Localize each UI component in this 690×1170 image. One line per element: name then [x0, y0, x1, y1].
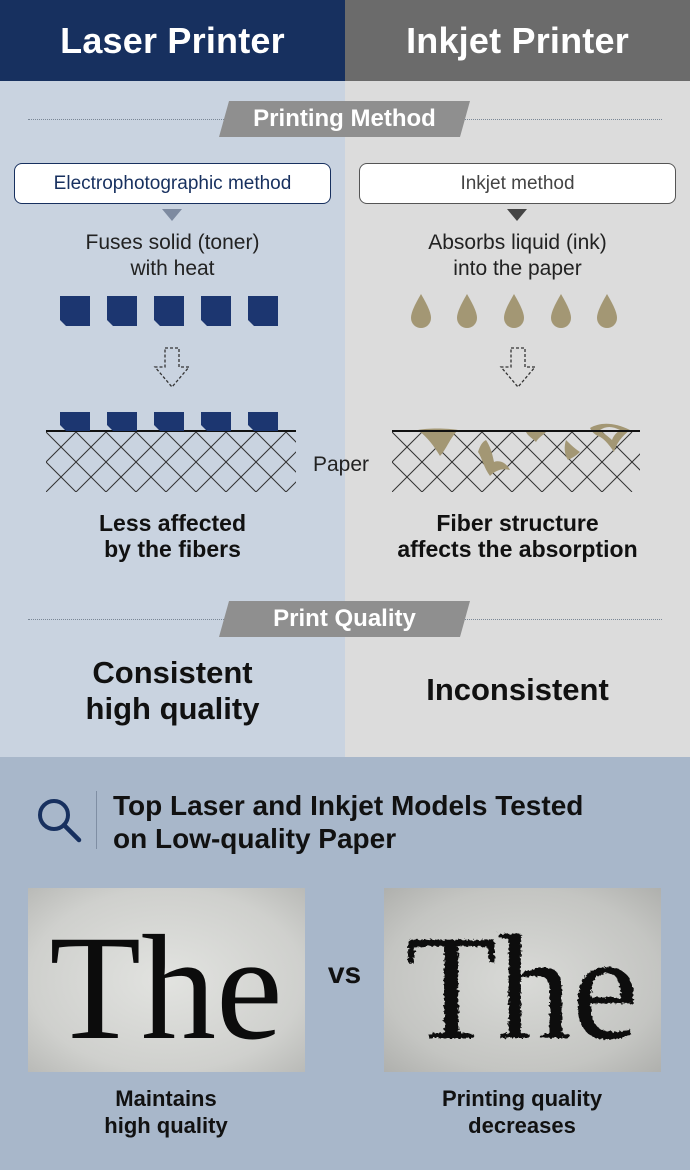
laser-description: Fuses solid (toner) with heat	[85, 231, 260, 280]
laser-result-text: Less affected by the fibers	[98, 510, 246, 562]
ink-drops-icon	[411, 294, 617, 328]
printing-method-label: Printing Method	[219, 101, 470, 137]
inkjet-sample-caption: Printing quality decreases	[441, 1086, 603, 1138]
laser-print-sample: The	[28, 888, 305, 1072]
laser-sample-caption: Maintains high quality	[104, 1086, 228, 1138]
inkjet-paper-fibers	[392, 431, 640, 492]
inkjet-method-label: Inkjet method	[359, 163, 676, 204]
versus-label: vs	[327, 957, 362, 990]
inkjet-pointer-triangle-icon	[507, 209, 527, 221]
toner-on-paper	[60, 412, 278, 431]
electrophotographic-method-label: Electrophotographic method	[14, 163, 331, 204]
toner-particles-icon	[60, 296, 278, 326]
paper-label: Paper	[313, 453, 370, 476]
laser-paper-fibers	[46, 431, 296, 492]
inkjet-printer-header: Inkjet Printer	[345, 0, 690, 81]
inkjet-quality-text: Inconsistent	[426, 672, 609, 707]
inkjet-print-sample: The	[384, 888, 661, 1072]
laser-sample-text: The	[49, 905, 282, 1071]
laser-quality-text: Consistent high quality	[85, 655, 260, 726]
inkjet-sample-text: The	[405, 905, 638, 1071]
magnifier-icon	[38, 799, 82, 843]
inkjet-description: Absorbs liquid (ink) into the paper	[428, 231, 607, 280]
printing-process-illustration	[46, 294, 640, 492]
laser-pointer-triangle-icon	[162, 209, 182, 221]
dashed-down-arrow-icon	[153, 347, 537, 389]
title-separator	[96, 791, 97, 849]
laser-printer-header: Laser Printer	[0, 0, 345, 81]
print-quality-label: Print Quality	[219, 601, 470, 637]
test-section-title: Top Laser and Inkjet Models Tested on Lo…	[113, 790, 584, 854]
inkjet-result-text: Fiber structure affects the absorption	[397, 510, 638, 562]
